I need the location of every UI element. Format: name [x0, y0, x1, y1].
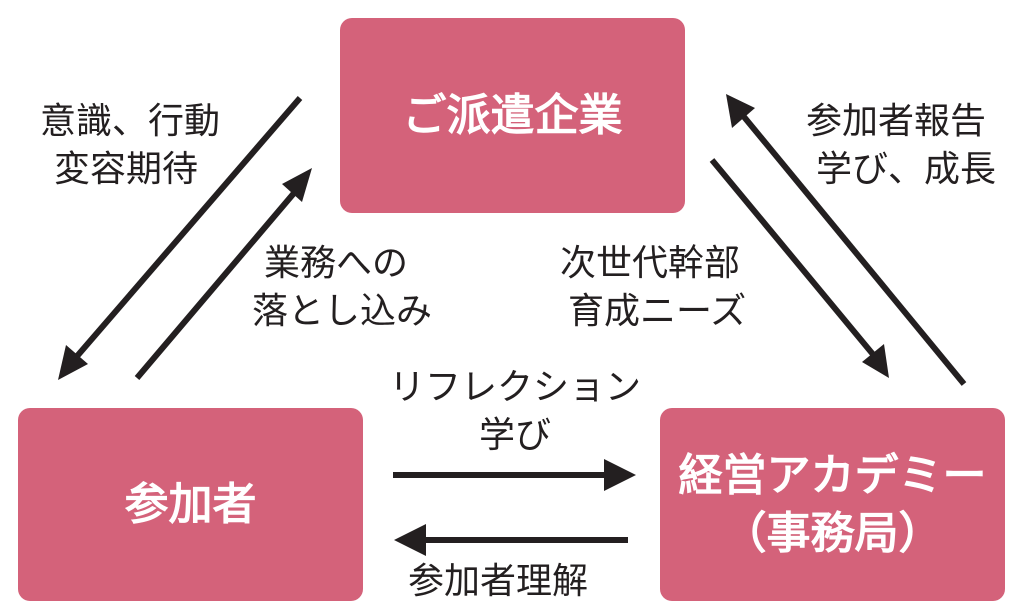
label-participant-to-academy: リフレクション 学び	[384, 364, 646, 460]
arrowhead-participant-to-company	[282, 168, 312, 202]
label-line: 学び、成長	[816, 149, 997, 190]
node-academy: 経営アカデミー （事務局）	[660, 408, 1005, 601]
node-academy-label-line1: 経営アカデミー	[678, 450, 987, 502]
label-company-to-participant: 意識、行動 変容期待	[40, 98, 220, 194]
arrow-participant-to-company	[134, 184, 303, 380]
label-line: 変容期待	[54, 149, 199, 190]
label-line: 次世代幹部	[560, 243, 741, 284]
label-line: 育成ニーズ	[568, 291, 747, 332]
node-company-label: ご派遣企業	[402, 89, 623, 141]
arrowhead-academy-to-company	[726, 94, 755, 128]
arrowhead-participant-to-academy	[604, 459, 636, 491]
node-company: ご派遣企業	[340, 18, 685, 213]
arrowhead-company-to-academy	[862, 344, 889, 378]
label-line: 参加者理解	[408, 561, 589, 602]
arrowhead-academy-to-participant	[394, 524, 426, 556]
label-line: 学び	[478, 415, 551, 456]
node-academy-label-line2: （事務局）	[722, 507, 943, 559]
label-line: リフレクション	[388, 367, 641, 408]
node-participant: 参加者	[18, 408, 363, 601]
arrow-academy-to-company	[737, 110, 967, 386]
label-academy-to-participant: 参加者理解	[408, 558, 588, 606]
label-line: 落とし込み	[252, 291, 433, 332]
arrowhead-company-to-participant	[58, 345, 88, 380]
label-line: 参加者報告	[806, 101, 987, 142]
label-academy-to-company: 参加者報告 学び、成長	[806, 98, 996, 194]
label-company-to-academy: 次世代幹部 育成ニーズ	[560, 240, 746, 336]
label-participant-to-company: 業務への 落とし込み	[252, 240, 432, 336]
arrow-company-to-academy	[709, 158, 879, 360]
label-line: 業務への	[264, 243, 409, 284]
arrow-company-to-participant	[69, 96, 303, 364]
node-participant-label: 参加者	[124, 478, 257, 530]
label-line: 意識、行動	[40, 101, 221, 142]
